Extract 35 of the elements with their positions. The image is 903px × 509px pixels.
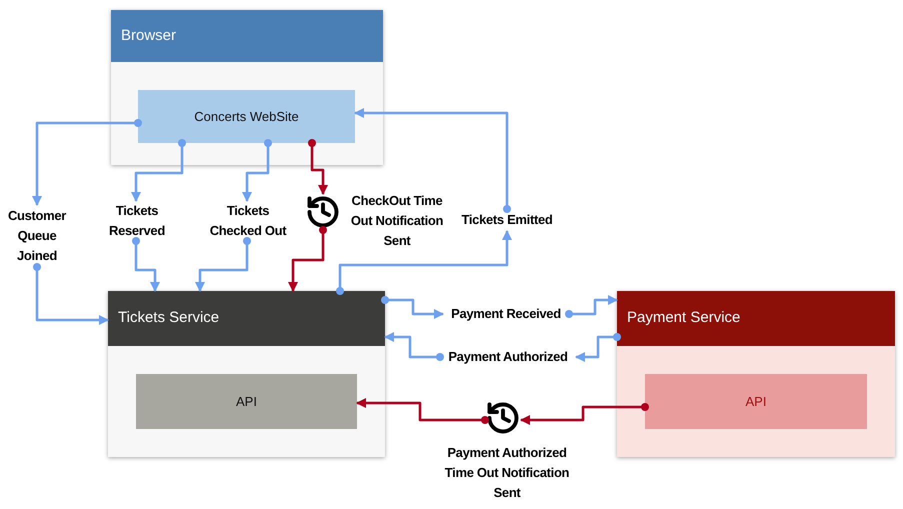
arrow — [242, 139, 272, 202]
event-label: Tickets Checked Out — [203, 201, 293, 241]
component-box: API — [645, 374, 867, 429]
arrow — [384, 332, 444, 361]
clock-icon — [305, 194, 341, 230]
arrow — [520, 403, 649, 425]
service-panel — [111, 10, 383, 165]
arrow — [131, 139, 186, 202]
arrow — [575, 333, 621, 362]
component-box: Concerts WebSite — [138, 90, 355, 143]
arrow — [33, 263, 109, 325]
event-label: Payment Authorized — [440, 347, 576, 367]
service-panel — [617, 291, 895, 457]
caption-text: CheckOut Time Out Notification Sent — [350, 192, 444, 250]
panel-header: Tickets Service — [108, 291, 385, 346]
arrow — [32, 119, 142, 206]
panel-header: Browser — [111, 10, 383, 62]
event-label: Customer Queue Joined — [0, 205, 74, 267]
event-label: Tickets Emitted — [452, 209, 562, 231]
arrow — [288, 226, 327, 292]
arrow — [381, 296, 444, 319]
component-box: API — [136, 374, 357, 429]
arrow — [356, 398, 489, 424]
clock-icon — [485, 400, 521, 436]
arrow — [308, 139, 328, 195]
caption-text: Payment Authorized Time Out Notification Sent — [444, 444, 570, 502]
arrow — [195, 237, 251, 292]
event-label: Tickets Reserved — [102, 201, 172, 241]
arrow — [354, 108, 511, 213]
panel-header: Payment Service — [617, 291, 895, 346]
arrow — [336, 230, 512, 295]
event-label: Payment Received — [443, 304, 569, 324]
arrow — [565, 295, 618, 318]
service-panel — [108, 291, 385, 457]
arrow — [132, 237, 160, 292]
